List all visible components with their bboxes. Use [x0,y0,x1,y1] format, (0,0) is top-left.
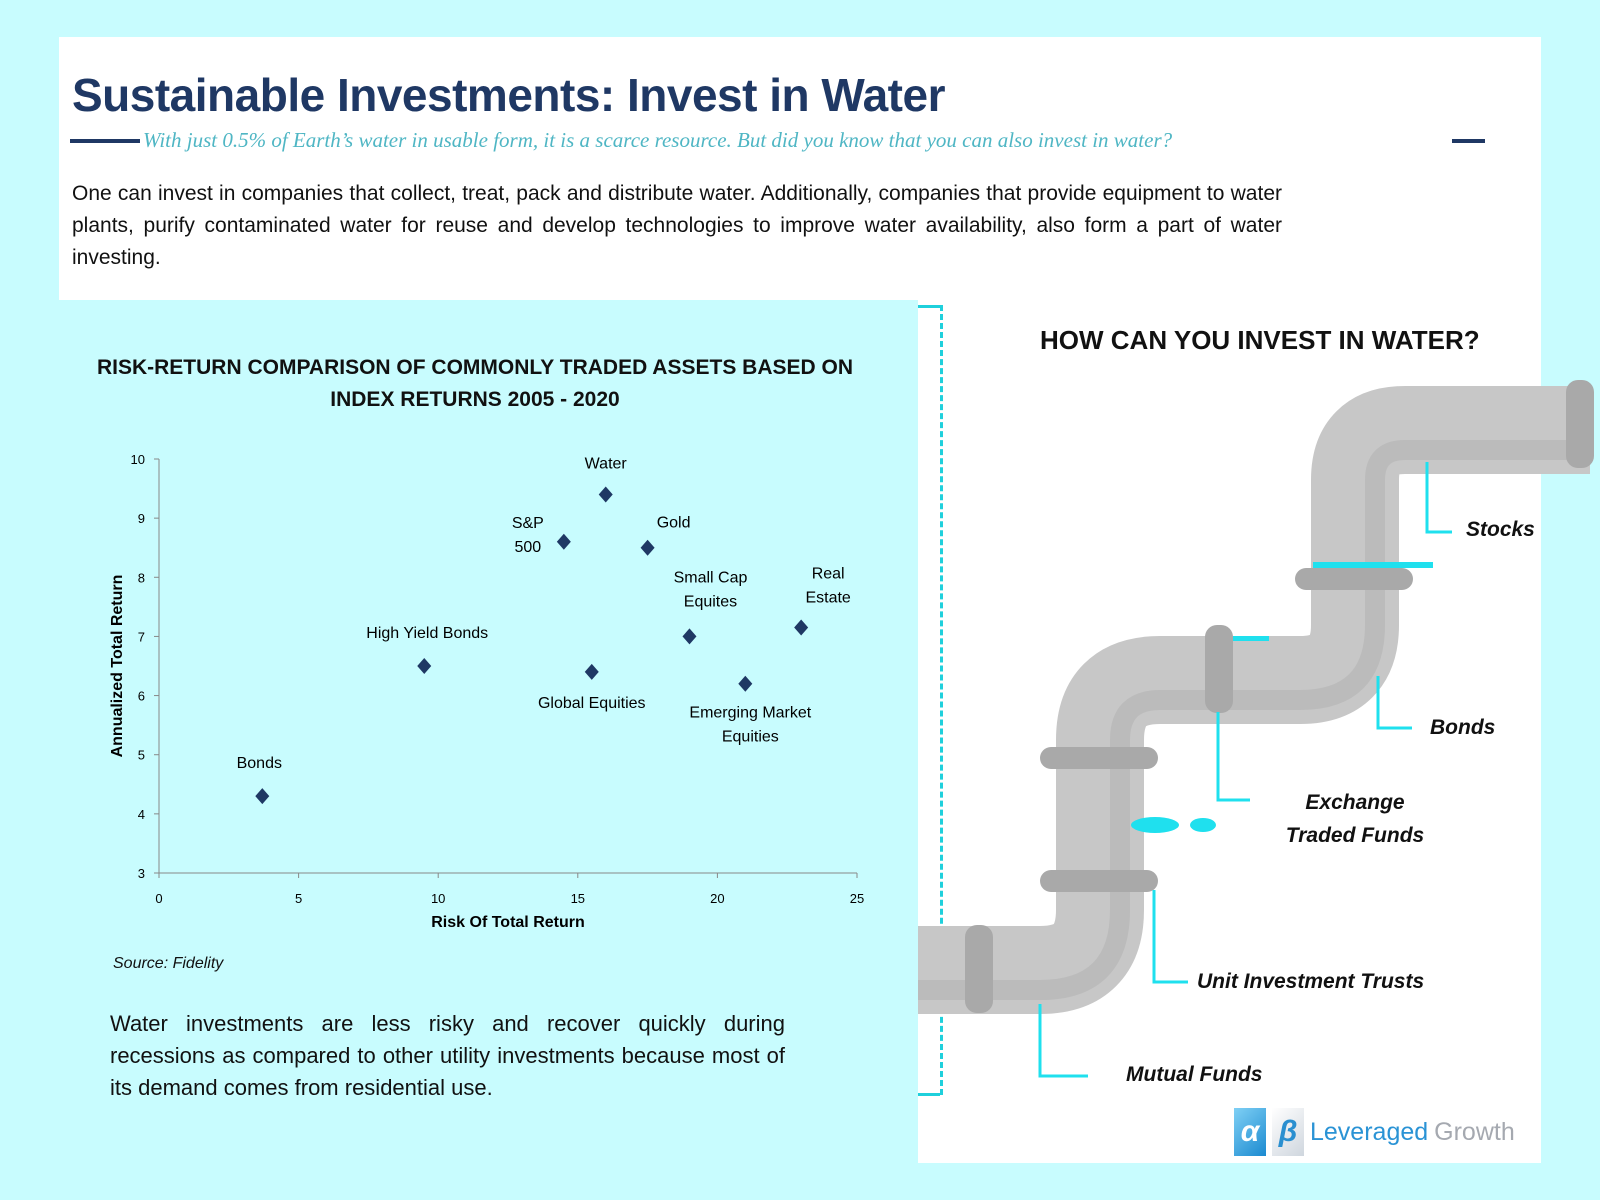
x-tick-label: 5 [295,891,302,906]
chart-title: RISK-RETURN COMPARISON OF COMMONLY TRADE… [96,356,854,411]
data-point [682,628,697,645]
note-paragraph: Water investments are less risky and rec… [110,1011,785,1100]
data-point [417,658,432,674]
pipe-diagram [918,380,1594,1078]
pipe-joint [965,380,1594,1013]
leader-lines [1038,462,1452,1078]
data-point [584,663,599,680]
logo-word2: Growth [1434,1117,1515,1146]
y-tick-label: 3 [138,866,145,881]
y-tick-label: 9 [138,511,145,526]
logo-word1: Leveraged [1310,1117,1429,1146]
option-etf: Exchange Traded Funds [1285,791,1425,847]
subtitle-rule-left [70,139,140,143]
chart-source: Source: Fidelity [113,955,224,972]
option-stocks: Stocks [1466,518,1535,541]
y-tick-label: 6 [138,689,145,704]
logo-alpha: α [1234,1108,1266,1156]
subtitle-rule-right [1452,139,1485,143]
data-point [556,533,571,550]
water-leak [1131,817,1179,833]
option-bonds: Bonds [1430,716,1496,739]
x-tick-label: 25 [850,891,864,906]
data-label: Global Equities [538,695,646,712]
divider [940,305,943,1095]
data-label: Water [585,455,628,472]
y-tick-label: 4 [138,807,145,822]
data-label: Gold [657,515,691,532]
x-tick-label: 0 [155,891,162,906]
data-label: Bonds [237,755,282,772]
divider [918,1093,940,1096]
option-uit: Unit Investment Trusts [1197,970,1425,993]
page-title: Sustainable Investments: Invest in Water [72,69,945,121]
x-axis-label: Risk Of Total Return [431,914,585,931]
y-tick-label: 8 [138,570,145,585]
data-point [738,675,753,692]
header-panel [59,37,1541,300]
pipe [918,386,1590,1014]
pipes-title: HOW CAN YOU INVEST IN WATER? [1040,325,1480,355]
data-point [598,486,613,503]
data-point [794,619,809,636]
x-tick-label: 20 [710,891,724,906]
y-axis-label: Annualized Total Return [109,575,126,758]
logo-beta: β [1272,1108,1304,1156]
intro-paragraph: One can invest in companies that collect… [72,182,1282,269]
logo: α β Leveraged Growth [1234,1108,1515,1156]
y-tick-label: 7 [138,629,145,644]
y-tick-label: 10 [131,452,145,467]
x-tick-label: 10 [431,891,445,906]
data-label: High Yield Bonds [366,625,488,642]
subtitle: With just 0.5% of Earth’s water in usabl… [143,128,1173,152]
divider [918,305,940,308]
y-tick-label: 5 [138,748,145,763]
option-mutual-funds: Mutual Funds [1126,1063,1263,1086]
data-point [640,539,655,556]
x-tick-label: 15 [571,891,585,906]
data-point [255,788,270,805]
